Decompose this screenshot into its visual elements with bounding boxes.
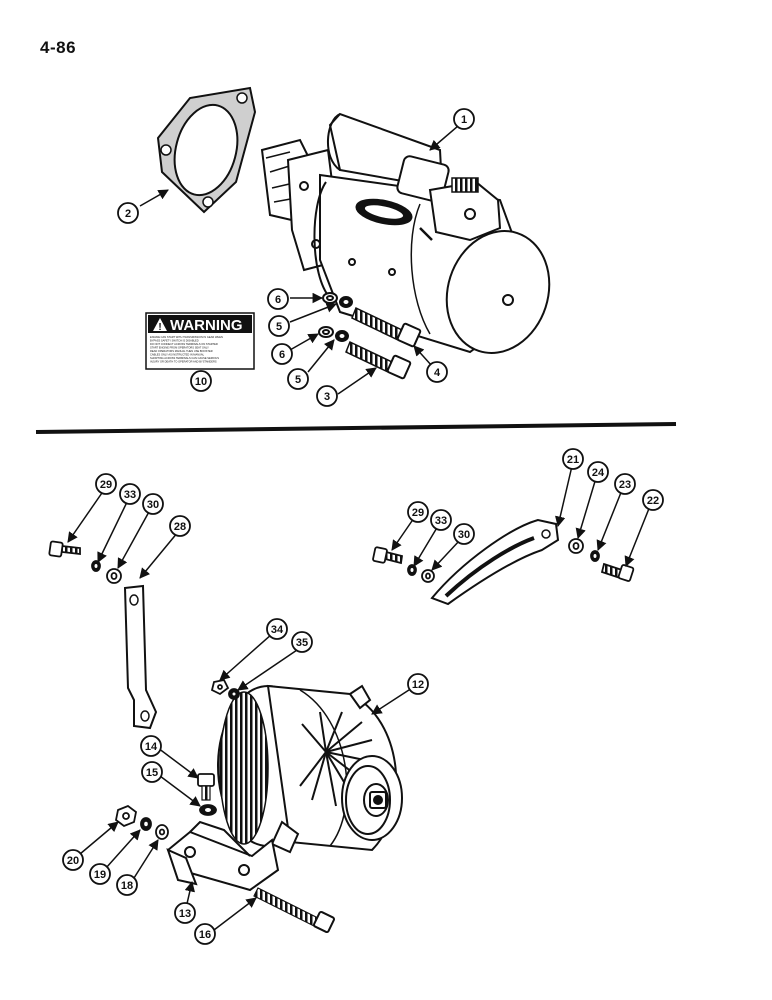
svg-text:24: 24 [592, 467, 605, 479]
warning-line-2: BYPASS SAFETY SWITCH IS DISABLED [150, 339, 199, 343]
starter-bolt-long [351, 306, 422, 348]
callout-21: 21 [562, 448, 584, 470]
alternator-brace-left [123, 584, 158, 730]
svg-text:33: 33 [124, 489, 136, 501]
callout-4: 4 [426, 361, 448, 383]
warning-line-4: START ENGINE FROM OPERATORS SEAT ONLY [150, 346, 209, 350]
warning-line-3: DO NOT CONNECT ACROSS TERMINALS ON START… [150, 342, 218, 346]
callout-28: 28 [169, 515, 191, 537]
svg-text:12: 12 [412, 679, 424, 691]
callout-24: 24 [587, 461, 609, 483]
svg-text:6: 6 [275, 294, 281, 306]
alternator [217, 684, 403, 854]
svg-text:6: 6 [279, 349, 285, 361]
svg-text:29: 29 [100, 479, 112, 491]
svg-text:30: 30 [147, 499, 159, 511]
callout-5-upper: 5 [268, 315, 290, 337]
svg-text:10: 10 [195, 376, 207, 388]
lower-bolt-and-washer [197, 773, 217, 816]
svg-text:5: 5 [276, 321, 282, 333]
page-number: 4-86 [40, 38, 77, 57]
svg-text:18: 18 [121, 880, 133, 892]
starter-washers [318, 292, 353, 342]
warning-line-1: ENGINE CAN START WITH TRANSMISSION IN GE… [150, 335, 223, 339]
svg-text:23: 23 [619, 479, 631, 491]
callout-14: 14 [140, 735, 162, 757]
callout-15: 15 [141, 761, 163, 783]
callout-30-right: 30 [453, 523, 475, 545]
svg-text:21: 21 [567, 454, 579, 466]
warning-line-5: READ OPERATORS MANUAL THEN USE BOOSTER [150, 349, 213, 353]
svg-text:13: 13 [179, 908, 191, 920]
bracket-nut-washers [115, 804, 169, 840]
svg-text:28: 28 [174, 521, 186, 533]
callout-19: 19 [89, 863, 111, 885]
svg-text:3: 3 [324, 391, 330, 403]
starter-bolt-short [345, 340, 412, 380]
callout-22: 22 [642, 489, 664, 511]
svg-text:15: 15 [146, 767, 158, 779]
left-brace-hardware [48, 540, 122, 584]
callout-18: 18 [116, 874, 138, 896]
mounting-gasket [156, 86, 257, 214]
callout-5-lower: 5 [287, 368, 309, 390]
svg-text:19: 19 [94, 869, 106, 881]
callout-10: 10 [190, 370, 212, 392]
callout-35: 35 [291, 631, 313, 653]
warning-line-6: CABLES ONLY AS INSTRUCTED IN MANUAL [150, 353, 205, 357]
callout-1: 1 [453, 108, 475, 130]
svg-text:30: 30 [458, 529, 470, 541]
svg-text:29: 29 [412, 507, 424, 519]
svg-text:1: 1 [461, 114, 467, 126]
alternator-mounting-bracket [166, 820, 280, 892]
callout-30-left: 30 [142, 493, 164, 515]
callout-20: 20 [62, 849, 84, 871]
svg-text:4: 4 [434, 367, 441, 379]
callout-12: 12 [407, 673, 429, 695]
svg-text:2: 2 [125, 208, 131, 220]
callout-34: 34 [266, 618, 288, 640]
svg-text:22: 22 [647, 495, 659, 507]
svg-text:33: 33 [435, 515, 447, 527]
warning-line-7: SHORTING ACROSS TERMINALS CAN CAUSE SERI… [150, 356, 219, 360]
callout-13: 13 [174, 902, 196, 924]
callout-6-upper: 6 [267, 288, 289, 310]
adjusting-brace-hardware [372, 538, 635, 583]
warning-line-8: INJURY OR DEATH TO OPERATOR AND BYSTANDE… [150, 360, 217, 364]
alternator-adjusting-brace [430, 518, 560, 606]
warning-heading: WARNING [170, 317, 243, 334]
starter-motor [260, 112, 551, 354]
svg-text:14: 14 [145, 741, 158, 753]
callout-bubbles: 1 2 3 4 5 5 6 6 10 12 13 14 15 16 18 19 … [62, 108, 664, 945]
svg-text:!: ! [158, 322, 161, 333]
svg-text:16: 16 [199, 929, 211, 941]
section-divider [35, 422, 677, 434]
svg-text:35: 35 [296, 637, 308, 649]
callout-3: 3 [316, 385, 338, 407]
callout-33-right: 33 [430, 509, 452, 531]
svg-text:5: 5 [295, 374, 301, 386]
alternator-long-bolt [253, 887, 336, 934]
alternator-top-hardware [210, 678, 240, 700]
callout-6-lower: 6 [271, 343, 293, 365]
callout-33-left: 33 [119, 483, 141, 505]
callout-16: 16 [194, 923, 216, 945]
svg-text:20: 20 [67, 855, 79, 867]
callout-29-right: 29 [407, 501, 429, 523]
callout-29-left: 29 [95, 473, 117, 495]
callout-leaders [67, 125, 651, 931]
callout-2: 2 [117, 202, 139, 224]
callout-23: 23 [614, 473, 636, 495]
svg-text:34: 34 [271, 624, 284, 636]
warning-decal: ! WARNING ENGINE CAN START WITH TRANSMIS… [145, 312, 255, 370]
